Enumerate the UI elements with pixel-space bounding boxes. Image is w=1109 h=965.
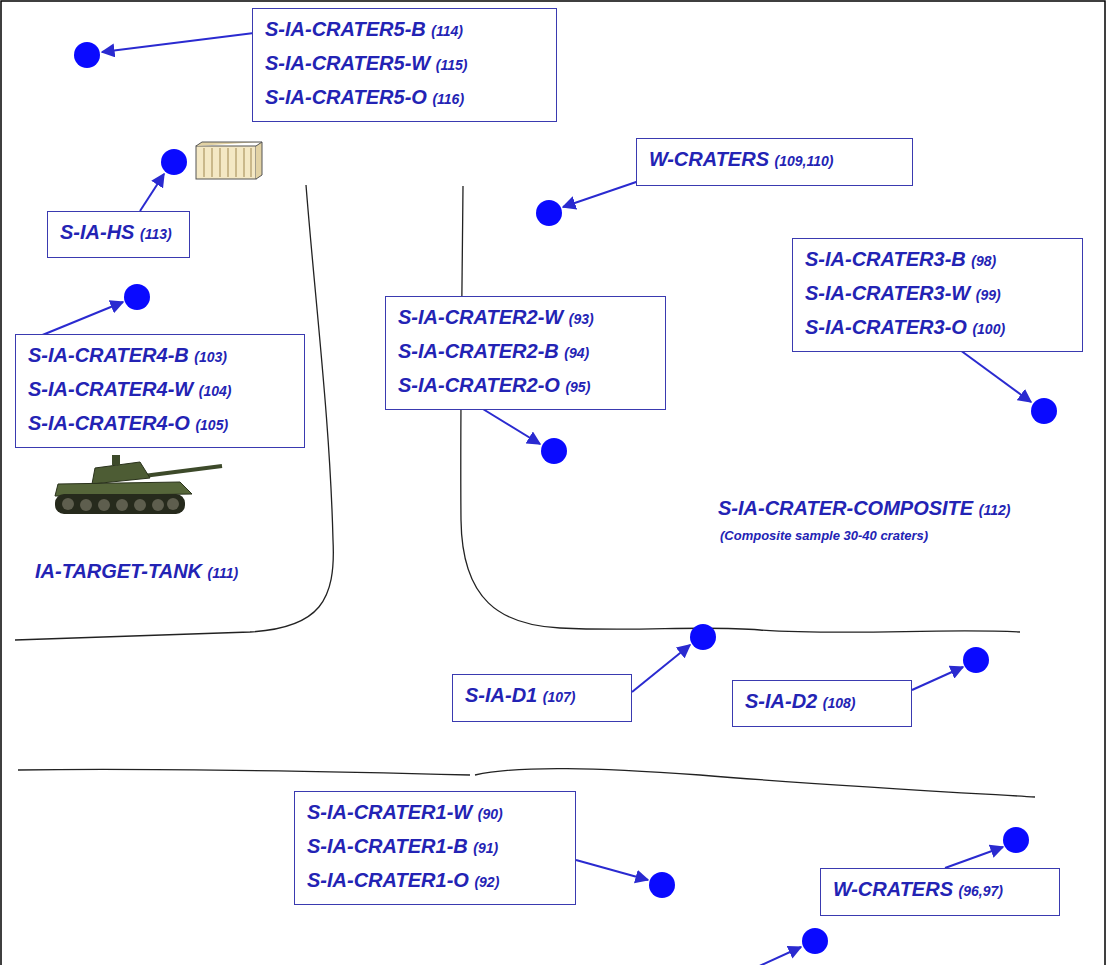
sample-id: S-IA-CRATER3-B (98): [805, 243, 1070, 277]
sample-id: S-IA-CRATER5-O (116): [265, 81, 544, 115]
sample-label-box: S-IA-CRATER3-B (98)S-IA-CRATER3-W (99)S-…: [792, 238, 1083, 352]
sample-label-box: S-IA-D2 (108): [732, 680, 912, 727]
sample-label-box: S-IA-CRATER1-W (90)S-IA-CRATER1-B (91)S-…: [294, 791, 576, 905]
sample-id: S-IA-CRATER5-B (114): [265, 13, 544, 47]
sample-id: S-IA-CRATER1-B (91): [307, 830, 563, 864]
sample-id: S-IA-CRATER1-W (90): [307, 796, 563, 830]
sample-id: S-IA-CRATER1-O (92): [307, 864, 563, 898]
sample-id: S-IA-CRATER2-W (93): [398, 301, 653, 335]
sample-dot: [1031, 398, 1057, 424]
leader-arrow: [576, 860, 648, 880]
sample-id: S-IA-HS (113): [60, 216, 177, 250]
leader-arrow: [102, 33, 254, 52]
sample-id: S-IA-CRATER4-O (105): [28, 407, 292, 441]
sample-label-box: W-CRATERS (109,110): [636, 138, 913, 186]
sample-dot: [124, 284, 150, 310]
sample-id: S-IA-CRATER2-O (95): [398, 369, 653, 403]
sample-label-box: S-IA-CRATER5-B (114)S-IA-CRATER5-W (115)…: [252, 8, 557, 122]
sample-id: S-IA-CRATER2-B (94): [398, 335, 653, 369]
sample-id: W-CRATERS (109,110): [649, 143, 900, 177]
sample-dot: [161, 149, 187, 175]
sample-dot: [690, 624, 716, 650]
sample-dot: [541, 438, 567, 464]
sample-dot: [1003, 827, 1029, 853]
leader-arrow: [140, 174, 164, 211]
sample-id: S-IA-CRATER4-B (103): [28, 339, 292, 373]
sample-dot: [536, 200, 562, 226]
sample-id: S-IA-CRATER4-W (104): [28, 373, 292, 407]
sample-id: S-IA-CRATER3-W (99): [805, 277, 1070, 311]
sample-dot: [74, 42, 100, 68]
tank-illustration: [55, 455, 222, 514]
sample-id: S-IA-D1 (107): [465, 679, 619, 713]
sample-label-box: S-IA-D1 (107): [452, 674, 632, 722]
leader-arrow: [960, 350, 1031, 402]
leader-arrow: [755, 947, 801, 965]
leader-arrow: [478, 406, 540, 444]
road-line: [18, 769, 470, 775]
sample-label-box: W-CRATERS (96,97): [820, 868, 1060, 916]
sample-label-box: S-IA-CRATER2-W (93)S-IA-CRATER2-B (94)S-…: [385, 296, 666, 410]
road-line: [15, 185, 333, 640]
composite-note: (Composite sample 30-40 craters): [720, 528, 928, 543]
sample-id: S-IA-D2 (108): [745, 685, 899, 719]
sample-label-box: S-IA-CRATER4-B (103)S-IA-CRATER4-W (104)…: [15, 334, 305, 448]
sample-id: S-IA-CRATER5-W (115): [265, 47, 544, 81]
sample-id: W-CRATERS (96,97): [833, 873, 1047, 907]
leader-arrow: [40, 302, 123, 336]
composite-label: S-IA-CRATER-COMPOSITE (112): [718, 497, 1010, 520]
sample-dot: [649, 872, 675, 898]
target-label: IA-TARGET-TANK (111): [35, 560, 238, 583]
sample-id: S-IA-CRATER3-O (100): [805, 311, 1070, 345]
sample-dot: [963, 647, 989, 673]
leader-arrow: [912, 667, 963, 690]
leader-arrow: [945, 847, 1003, 868]
leader-arrow: [563, 180, 642, 207]
sample-dot: [802, 928, 828, 954]
container-icon: [196, 142, 262, 179]
sample-label-box: S-IA-HS (113): [47, 211, 190, 258]
leader-arrow: [632, 645, 690, 692]
